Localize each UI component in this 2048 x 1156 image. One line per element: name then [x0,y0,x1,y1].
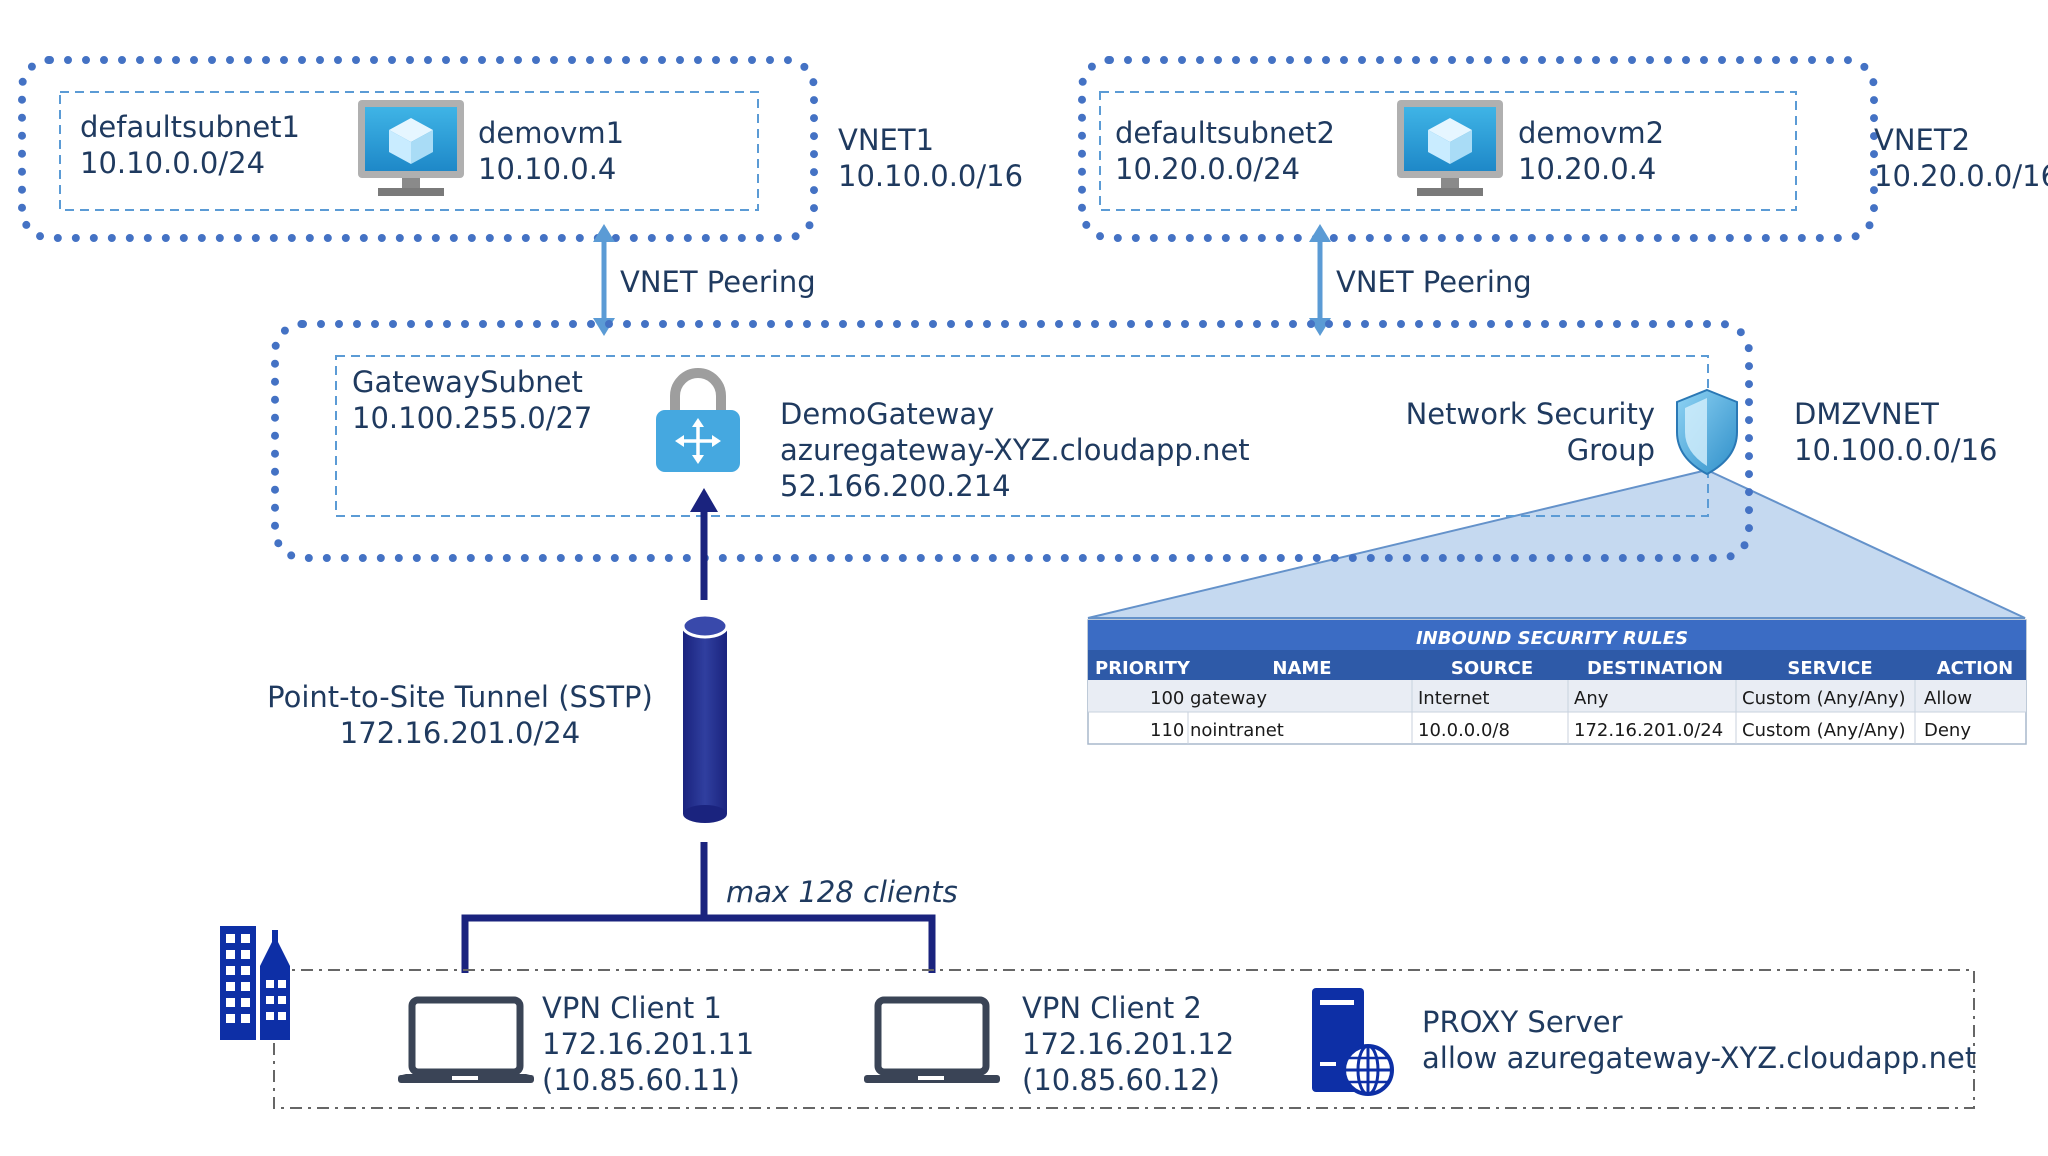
table-cell-destination: 172.16.201.0/24 [1574,720,1723,741]
vnet2-subnet-name: defaultsubnet2 [1115,116,1335,150]
client2-local-ip: (10.85.60.12) [1022,1063,1220,1097]
table-row: 110 nointranet 10.0.0.0/8 172.16.201.0/2… [1150,720,1971,741]
client1-name: VPN Client 1 [542,991,722,1025]
dmz-vnet-box [271,320,1753,562]
vnet1-name: VNET1 [838,123,934,157]
proxy-name: PROXY Server [1422,1005,1623,1039]
nsg-table-title: INBOUND SECURITY RULES [1416,628,1688,649]
table-header-name: NAME [1272,658,1331,679]
table-header-source: SOURCE [1451,658,1533,679]
tunnel-label: Point-to-Site Tunnel (SSTP) [267,680,653,714]
tunnel-fanout [461,842,936,973]
table-cell-service: Custom (Any/Any) [1742,688,1906,709]
vm1-name: demovm1 [478,116,624,150]
client2-ip: 172.16.201.12 [1022,1027,1234,1061]
table-cell-source: Internet [1418,688,1489,709]
peering-arrow-left [593,224,615,336]
table-row: 100 gateway Internet Any Custom (Any/Any… [1150,688,1972,709]
vm1-ip: 10.10.0.4 [478,152,616,186]
vm1-monitor-icon [358,100,464,196]
nsg-label-line1: Network Security [1406,397,1655,431]
max-clients-label: max 128 clients [726,875,958,909]
tunnel-cidr: 172.16.201.0/24 [340,716,580,750]
table-header-priority: PRIORITY [1095,658,1191,679]
tunnel-arrow [690,488,718,600]
table-cell-name: gateway [1190,688,1267,709]
table-cell-priority: 100 [1150,688,1184,709]
table-cell-destination: Any [1574,688,1609,709]
table-cell-action: Deny [1924,720,1971,741]
client2-name: VPN Client 2 [1022,991,1202,1025]
laptop-icon [864,996,1000,1083]
gateway-name: DemoGateway [780,397,994,431]
table-cell-name: nointranet [1190,720,1284,741]
vnet1-subnet-cidr: 10.10.0.0/24 [80,146,265,180]
table-cell-service: Custom (Any/Any) [1742,720,1906,741]
vnet2-name: VNET2 [1874,123,1970,157]
vm2-name: demovm2 [1518,116,1664,150]
vnet2-box [1078,56,1878,242]
table-header-action: ACTION [1937,658,2013,679]
table-cell-action: Allow [1924,688,1972,709]
table-header-destination: DESTINATION [1587,658,1723,679]
vpn-gateway-lock-icon [656,368,740,472]
vnet2-cidr: 10.20.0.0/16 [1874,159,2048,193]
office-building-icon [220,926,290,1040]
nsg-projection [1087,468,2026,619]
tunnel-cylinder-icon [681,613,729,823]
proxy-server-globe-icon [1312,988,1394,1096]
vm2-monitor-icon [1397,100,1503,196]
nsg-shield-icon [1676,388,1738,476]
client1-ip: 172.16.201.11 [542,1027,754,1061]
peering-label-left: VNET Peering [620,265,816,299]
vnet1-subnet-name: defaultsubnet1 [80,110,300,144]
gateway-subnet-name: GatewaySubnet [352,365,583,399]
nsg-rules-table [1087,619,2027,745]
gateway-subnet-cidr: 10.100.255.0/27 [352,401,592,435]
gateway-ip: 52.166.200.214 [780,469,1011,503]
proxy-rule: allow azuregateway-XYZ.cloudapp.net [1422,1041,1976,1075]
vm2-ip: 10.20.0.4 [1518,152,1656,186]
table-cell-priority: 110 [1150,720,1184,741]
table-header-service: SERVICE [1787,658,1872,679]
gateway-fqdn: azuregateway-XYZ.cloudapp.net [780,433,1250,467]
vnet2-subnet-cidr: 10.20.0.0/24 [1115,152,1300,186]
peering-arrow-right [1309,224,1331,336]
peering-label-right: VNET Peering [1336,265,1532,299]
client1-local-ip: (10.85.60.11) [542,1063,740,1097]
laptop-icon [398,996,534,1083]
vnet1-box [18,56,818,242]
dmz-vnet-cidr: 10.100.0.0/16 [1794,433,1997,467]
table-cell-source: 10.0.0.0/8 [1418,720,1510,741]
dmz-vnet-name: DMZVNET [1794,397,1939,431]
vnet1-cidr: 10.10.0.0/16 [838,159,1023,193]
nsg-label-line2: Group [1567,433,1655,467]
